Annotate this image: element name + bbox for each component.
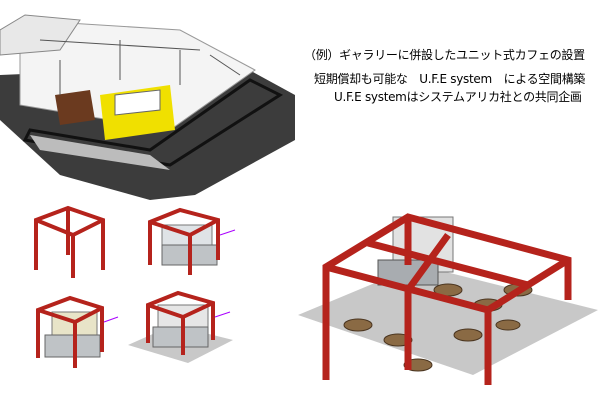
caption-line-2: 短期償却も可能な U.F.E system による空間構築 xyxy=(314,72,586,86)
building-floorplan-render xyxy=(0,14,295,200)
cafe-unit-large-render xyxy=(298,213,598,385)
caption-line-3: U.F.E systemはシステムアリカ社との共同企画 xyxy=(334,90,582,104)
frame-step-2-render xyxy=(148,207,236,275)
frame-step-1-render xyxy=(34,205,105,278)
frame-step-4-render xyxy=(128,290,233,363)
caption-line-1: （例）ギャラリーに併設したユニット式カフェの設置 xyxy=(304,48,585,62)
frame-step-3-render xyxy=(36,295,119,368)
